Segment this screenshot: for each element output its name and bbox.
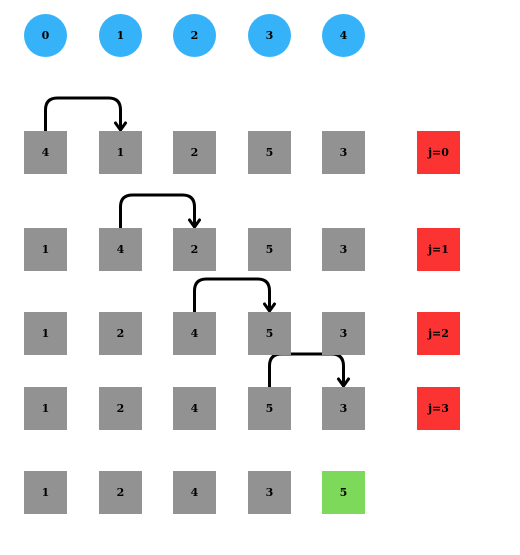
swap-arrow [44, 96, 122, 131]
j-label-box: j=3 [417, 387, 460, 430]
j-label-box: j=2 [417, 312, 460, 355]
array-cell: 4 [173, 312, 216, 355]
array-cell: 3 [248, 471, 291, 514]
array-cell: 3 [322, 131, 365, 174]
array-cell: 4 [99, 228, 142, 271]
array-cell: 5 [248, 228, 291, 271]
swap-arrow [193, 277, 271, 312]
array-cell: 2 [173, 131, 216, 174]
array-cell: 3 [322, 228, 365, 271]
swap-arrow-head [114, 121, 127, 132]
array-cell: 2 [99, 387, 142, 430]
swap-arrow-head [188, 218, 201, 229]
index-circle-1: 1 [99, 14, 142, 57]
array-cell: 3 [322, 387, 365, 430]
index-circle-3: 3 [248, 14, 291, 57]
array-cell: 4 [173, 471, 216, 514]
array-cell: 2 [99, 312, 142, 355]
array-cell: 5 [322, 471, 365, 514]
swap-arrow [268, 352, 345, 387]
array-cell: 1 [24, 312, 67, 355]
array-cell: 5 [248, 131, 291, 174]
array-cell: 4 [24, 131, 67, 174]
array-cell: 3 [322, 312, 365, 355]
array-cell: 1 [24, 471, 67, 514]
j-label-box: j=0 [417, 131, 460, 174]
swap-arrow-head [263, 302, 276, 313]
swap-arrow-head [337, 377, 350, 388]
array-cell: 5 [248, 387, 291, 430]
array-cell: 1 [24, 228, 67, 271]
array-cell: 5 [248, 312, 291, 355]
index-circle-2: 2 [173, 14, 216, 57]
array-cell: 2 [99, 471, 142, 514]
array-cell: 1 [24, 387, 67, 430]
array-cell: 2 [173, 228, 216, 271]
swap-arrow [119, 193, 196, 228]
array-cell: 4 [173, 387, 216, 430]
index-circle-0: 0 [24, 14, 67, 57]
index-circle-4: 4 [322, 14, 365, 57]
j-label-box: j=1 [417, 228, 460, 271]
array-cell: 1 [99, 131, 142, 174]
